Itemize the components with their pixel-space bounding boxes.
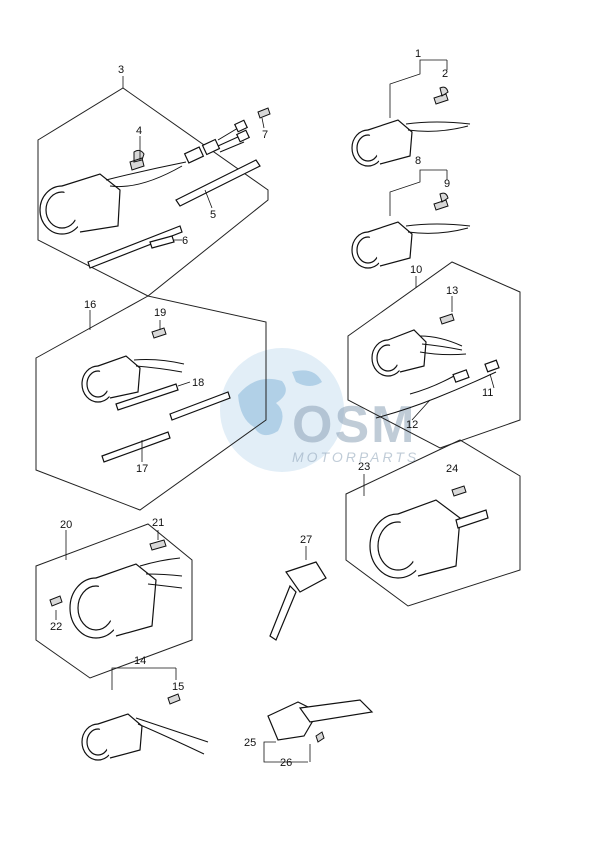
group-23-box xyxy=(345,439,521,607)
callout-3: 3 xyxy=(118,64,124,76)
callout-7: 7 xyxy=(262,129,268,141)
bulb-9-icon xyxy=(433,192,449,211)
group-20: 20 21 22 xyxy=(35,517,193,679)
group-10-box xyxy=(347,261,521,449)
bulb-13-icon xyxy=(439,313,455,325)
callout-20: 20 xyxy=(60,519,72,531)
bulb-24-icon xyxy=(451,485,467,497)
group-1: 1 2 xyxy=(351,48,471,167)
callout-14: 14 xyxy=(134,655,146,667)
group-16: 16 17 18 19 xyxy=(35,295,267,511)
callout-23: 23 xyxy=(358,461,370,473)
group-27: 27 xyxy=(269,534,327,641)
callout-6: 6 xyxy=(182,235,188,247)
watermark-globe-land xyxy=(238,370,322,436)
callout-21: 21 xyxy=(152,517,164,529)
bolt-6-icon xyxy=(149,235,175,249)
bulb-19-icon xyxy=(151,327,167,339)
callout-9: 9 xyxy=(444,178,450,190)
callout-16: 16 xyxy=(84,299,96,311)
callout-12: 12 xyxy=(406,419,418,431)
callout-13: 13 xyxy=(446,285,458,297)
group-10: 10 11 12 13 xyxy=(347,261,521,449)
bulb-7-icon xyxy=(257,107,271,119)
group-20-box xyxy=(35,523,193,679)
tube-17 xyxy=(169,391,231,421)
callout-11: 11 xyxy=(482,387,493,399)
watermark: OSM MOTORPARTS xyxy=(220,348,419,472)
callout-26: 26 xyxy=(280,757,292,769)
callout-8: 8 xyxy=(415,155,421,167)
callout-1: 1 xyxy=(415,48,421,60)
lever-27 xyxy=(285,561,327,593)
callout-17: 17 xyxy=(136,463,148,475)
bulb-2-icon xyxy=(433,86,449,105)
watermark-title: OSM xyxy=(292,396,416,454)
callout-25: 25 xyxy=(244,737,256,749)
screw-26-icon xyxy=(315,731,325,743)
watermark-subtitle: MOTORPARTS xyxy=(292,449,419,465)
group-25-26: 25 26 xyxy=(244,699,374,769)
group-8: 8 9 xyxy=(351,155,471,269)
group-14: 14 15 xyxy=(81,655,209,761)
bulb-15-icon xyxy=(167,693,181,705)
callout-19: 19 xyxy=(154,307,166,319)
callout-10: 10 xyxy=(410,264,422,276)
callout-22: 22 xyxy=(50,621,62,633)
callout-15: 15 xyxy=(172,681,184,693)
callout-5: 5 xyxy=(210,209,216,221)
callout-18: 18 xyxy=(192,377,204,389)
tube-5 xyxy=(175,159,261,207)
callout-2: 2 xyxy=(442,68,448,80)
callout-24: 24 xyxy=(446,463,458,475)
bolt-18-icon xyxy=(115,383,179,411)
callout-27: 27 xyxy=(300,534,312,546)
group-23: 23 24 xyxy=(345,439,521,607)
bulb-22-icon xyxy=(49,595,63,607)
bolt-21-icon xyxy=(149,539,167,551)
group-3: 3 4 5 6 7 xyxy=(37,64,271,297)
group-16-box xyxy=(35,295,267,511)
bulb-4-icon xyxy=(129,149,145,171)
callout-4: 4 xyxy=(136,125,142,137)
